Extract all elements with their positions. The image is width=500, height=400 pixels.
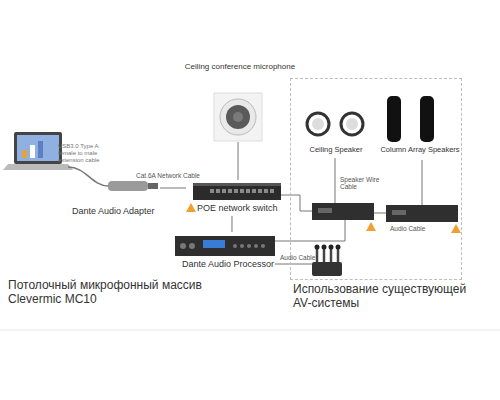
speaker-node: Column Array Speakers [378,92,462,158]
mic-receiver [312,262,342,276]
audio-wire [275,264,312,265]
chart-bar [22,150,27,158]
chart-bar [38,141,43,158]
speaker-wire [422,160,423,205]
warning-triangle [366,222,376,231]
cable-line [238,142,239,180]
warning-triangle [186,203,196,212]
mic-ring [220,99,256,135]
cable-note: Audio Cable [280,254,330,261]
ceiling-speaker [307,113,329,135]
usb-cable [68,167,108,186]
amplifier [386,205,458,222]
divider-line [0,330,500,331]
speaker-node: Ceiling Speaker [300,106,372,158]
laptop-base [3,164,73,170]
audio-wire [275,220,345,241]
handheld-mics [317,248,338,262]
node-text: Использование существующей AV-системы [293,283,469,311]
node-text: Dante Audio Adapter [72,206,164,216]
switch-top [193,183,281,186]
laptop-screen [14,132,62,164]
column-speaker [420,96,434,142]
node-text: Dante Audio Processor [182,259,292,269]
speaker-wire [335,158,336,203]
warning-triangle [451,224,461,233]
processor-body [175,236,275,256]
amplifier [312,203,374,220]
laptop-display [17,135,59,161]
cable-connector [160,187,186,188]
section-caption: Потолочный микрофонный массив Clevermic … [8,279,218,307]
edge-label: Cat.6A Network Cable [136,172,206,179]
node-text: Ceiling conference microphone [170,62,310,71]
cable-note: Speaker Wire Cable [340,176,388,191]
amplifier-panel [392,210,406,215]
adapter-body [108,181,148,191]
processor-knobs [180,243,265,249]
mic-heads [315,245,341,250]
microphone-node: Ceiling conference microphone [170,62,310,142]
mic-panel [214,93,262,141]
node-text: Column Array Speakers [378,146,462,155]
ceiling-speaker [341,113,363,135]
column-speaker [387,96,401,142]
chart-bar [30,145,35,158]
amplifier-panel [318,208,332,213]
mic-grille [226,105,250,129]
cable-line [231,216,232,232]
adapter-plug [148,183,158,189]
network-wire [281,195,312,211]
speaker-cone [312,118,324,130]
audio-wire [374,213,386,214]
processor-node: Dante Audio Processor [168,232,286,272]
cable-connector [238,142,239,180]
node-text: POE network switch [197,203,297,213]
processor-screen [203,240,225,248]
switch-body [193,183,281,200]
cable-connector [231,216,232,232]
switch-node: POE network switch [186,180,286,216]
mic-center [233,112,243,122]
cable-note: Audio Cable [390,225,450,232]
cable-line [160,187,186,188]
switch-ports [210,189,274,193]
node-text: Ceiling Speaker [300,146,372,155]
cable-note: USB3.0 Type A female to male extension c… [58,143,116,164]
speaker-cone [346,118,358,130]
